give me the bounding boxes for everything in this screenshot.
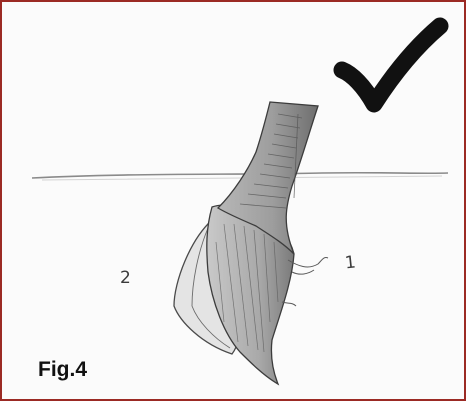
- label-two: 2: [120, 268, 131, 288]
- checkmark-icon: [342, 26, 440, 104]
- surface-line: [32, 173, 448, 178]
- figure-caption: Fig.4: [38, 358, 87, 382]
- label-one: 1: [344, 252, 357, 273]
